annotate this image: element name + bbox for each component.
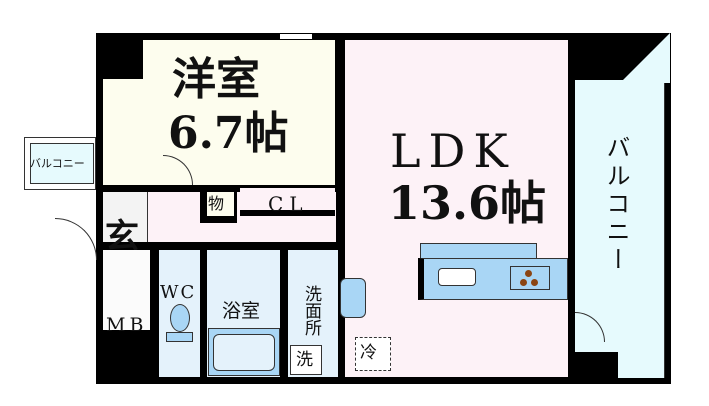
wall-block: [568, 352, 618, 383]
washer: [290, 345, 322, 375]
balcony-small: [24, 137, 96, 190]
storage: [207, 192, 234, 216]
bathtub: [208, 328, 280, 376]
closet: [240, 188, 335, 216]
washroom-label: 洗面所: [301, 285, 321, 336]
western-room-name: 洋室: [172, 54, 260, 105]
toilet-label: WC: [160, 282, 197, 303]
entrance: [103, 192, 148, 242]
toilet-bowl: [170, 304, 190, 332]
bathroom-label: 浴室: [222, 300, 261, 322]
sink: [438, 268, 476, 286]
stove: [510, 266, 550, 290]
fridge: [355, 337, 391, 371]
western-room-size: 6.7帖: [168, 108, 289, 159]
meter-box-label: MB: [106, 314, 148, 336]
ldk-name: LDK: [390, 124, 516, 178]
pillar: [96, 33, 143, 79]
toilet-tank: [166, 332, 193, 342]
ldk-size: 13.6帖: [388, 176, 547, 230]
front-door: [55, 218, 97, 260]
fridge-label: 冷: [360, 343, 377, 363]
closet-label: CL: [268, 192, 309, 216]
balcony-small-label: バルコニー: [30, 157, 85, 170]
ldk: [345, 40, 568, 377]
washer-label: 洗: [296, 350, 313, 370]
meter-box: [103, 250, 150, 330]
balcony-main-label: バルコニー: [602, 135, 630, 275]
entrance-label: 玄: [105, 217, 139, 257]
wash-basin: [340, 278, 366, 318]
storage-label: 物: [208, 194, 225, 213]
window: [280, 33, 312, 40]
